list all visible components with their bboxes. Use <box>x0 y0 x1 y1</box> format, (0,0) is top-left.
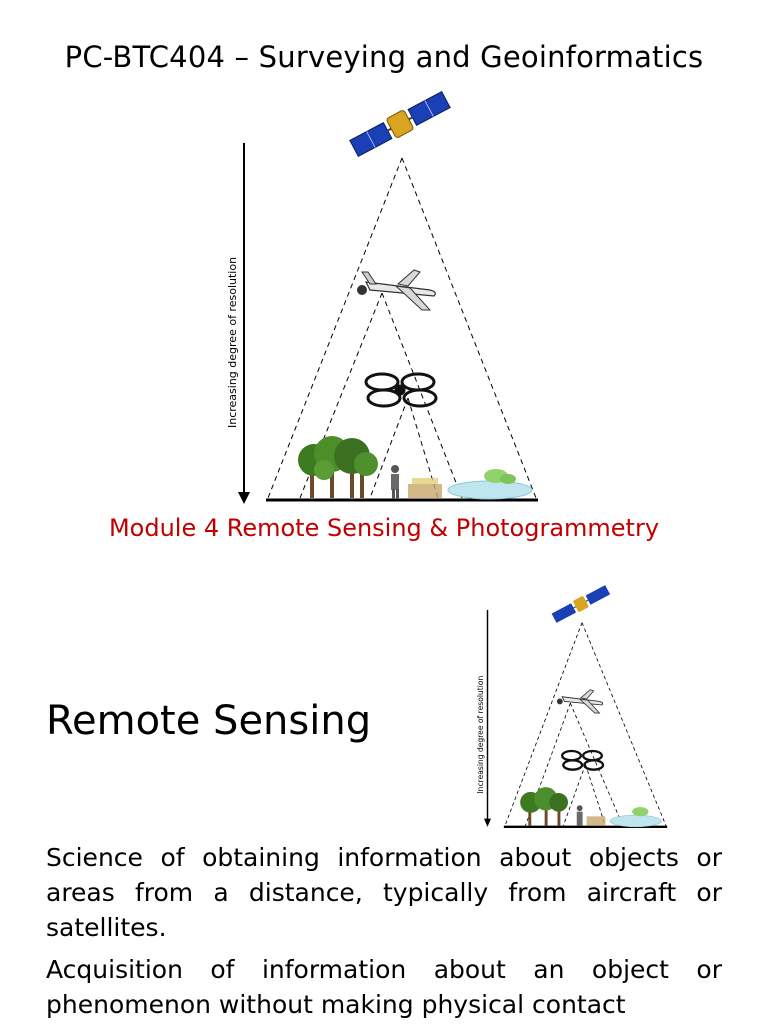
drone-icon <box>364 372 438 408</box>
person-icon <box>576 805 583 826</box>
slide-title: PC-BTC404 – Surveying and Geoinformatics <box>64 40 704 74</box>
resolution-axis-label-small: Increasing degree of resolution <box>476 676 485 794</box>
slide-heading: Remote Sensing <box>46 698 372 744</box>
module-subtitle: Module 4 Remote Sensing & Photogrammetry <box>108 514 660 542</box>
pond-icon <box>609 807 662 828</box>
paragraph-acquisition: Acquisition of information about an obje… <box>46 955 722 1019</box>
tree-icon <box>520 787 568 826</box>
tree-icon <box>298 436 378 498</box>
paragraph-definition: Science of obtaining information about o… <box>46 843 722 942</box>
satellite-icon <box>349 90 451 158</box>
resolution-diagram-small: Increasing degree of resolution <box>476 585 668 828</box>
satellite-icon <box>551 585 611 623</box>
person-icon <box>391 465 399 499</box>
drone-icon <box>561 749 605 771</box>
slide-1: PC-BTC404 – Surveying and Geoinformatics… <box>64 40 704 542</box>
airplane-icon <box>556 689 604 714</box>
airplane-icon <box>357 269 436 311</box>
pond-icon <box>447 469 533 500</box>
resolution-axis-label: Increasing degree of resolution <box>226 257 239 428</box>
resolution-diagram: Increasing degree of resolution <box>226 90 538 504</box>
slide-2: Remote Sensing Increasing degree of reso… <box>0 560 768 1024</box>
